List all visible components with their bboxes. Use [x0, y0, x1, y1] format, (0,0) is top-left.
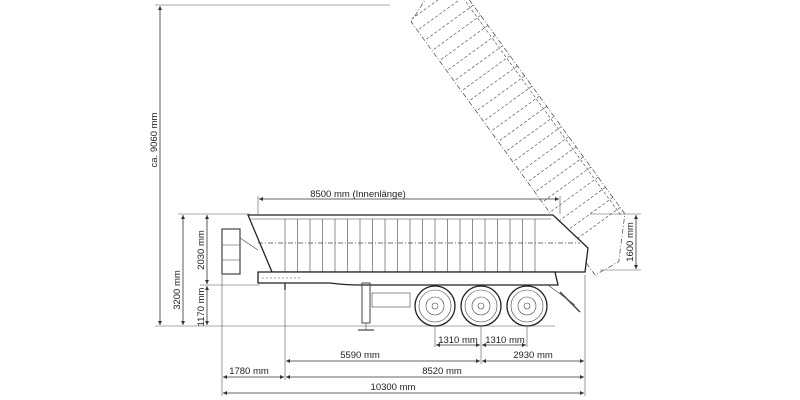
dim-overall-height-tipped: ca. 9060 mm: [149, 112, 160, 167]
tipped-body-rib: [461, 55, 511, 92]
tipped-body-rib: [556, 186, 606, 223]
tipped-body-rib: [549, 176, 599, 213]
tipped-body-rib: [571, 207, 621, 243]
wheel-center: [431, 302, 439, 310]
dim-body-height: 2030 mm: [196, 230, 207, 270]
wheel-hub: [517, 296, 537, 316]
axles: [414, 285, 548, 327]
wheel-hub: [471, 296, 491, 316]
dim-overall-length: 10300 mm: [371, 382, 416, 393]
tipped-body-rib: [483, 85, 533, 122]
tipped-body-rib: [520, 136, 569, 173]
tipped-body-rib: [497, 106, 547, 142]
wheel: [460, 285, 502, 327]
chassis: [257, 271, 581, 313]
tipped-body-rib: [431, 15, 481, 51]
wheel-hub: [425, 296, 445, 316]
wheel: [414, 285, 456, 327]
dim-front-to-kingpin: 1780 mm: [229, 366, 269, 377]
tipper-body: [247, 214, 589, 273]
landing-leg: [358, 282, 374, 331]
tipped-body-rib: [453, 45, 503, 82]
wheel-center: [523, 302, 531, 310]
wheel-rim: [418, 289, 452, 323]
tipped-body-rib: [564, 197, 614, 233]
tipped-body-rib: [490, 95, 540, 132]
front-ladder: [221, 228, 259, 275]
dim-inner-length: 8500 mm (Innenlänge): [310, 189, 406, 200]
body-ribs: [284, 219, 536, 272]
dim-axle-spacing-1: 1310 mm: [438, 335, 478, 346]
tipped-body-rib: [527, 146, 577, 183]
dim-axle-spacing-2: 1310 mm: [485, 335, 525, 346]
dim-total-height: 3200 mm: [172, 270, 183, 310]
dim-floor-height: 1170 mm: [196, 287, 207, 326]
tipped-body-rib: [446, 35, 496, 72]
dim-rear-gate-height: 1600 mm: [625, 222, 636, 262]
wheel-rim: [464, 289, 498, 323]
dim-kingpin-to-mid-axle: 5590 mm: [340, 350, 380, 361]
tipped-body-rib: [468, 65, 518, 102]
dim-mid-axle-to-rear: 2930 mm: [513, 350, 553, 361]
tipped-body-rib: [505, 116, 555, 152]
tipped-body-rib: [409, 0, 459, 21]
wheel-rim: [510, 289, 544, 323]
tipped-body-rib: [417, 0, 467, 31]
tipped-body-rib: [542, 166, 591, 203]
tipped-body-rib: [534, 156, 584, 193]
tipped-body-rib: [439, 25, 489, 61]
wheel: [506, 285, 548, 327]
dim-kingpin-to-rear: 8520 mm: [422, 366, 462, 377]
wheel-center: [477, 302, 485, 310]
tipped-body-rib: [424, 4, 474, 41]
tipped-body-rib: [475, 75, 525, 112]
tipped-body-rib: [512, 126, 562, 163]
